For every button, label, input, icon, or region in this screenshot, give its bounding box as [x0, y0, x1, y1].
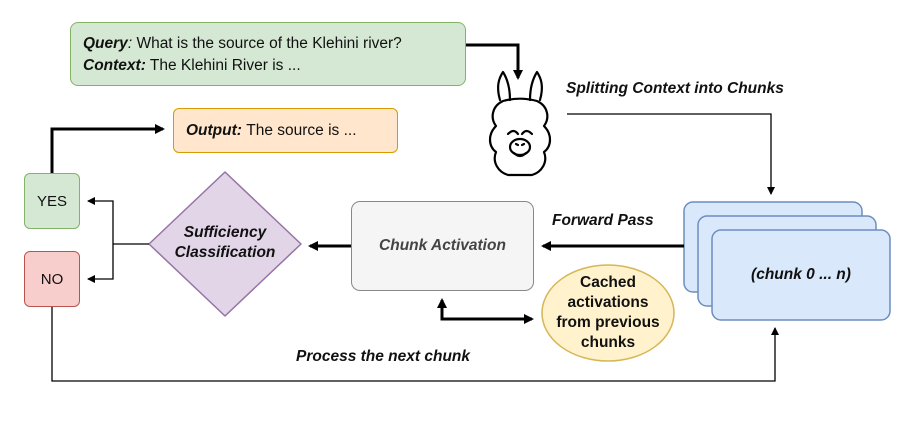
- cached-line-2: activations: [567, 294, 649, 311]
- llama-icon: [488, 70, 552, 177]
- edge-label-next-chunk: Process the next chunk: [296, 348, 471, 365]
- cached-line-4: chunks: [580, 334, 636, 351]
- no-box: NO: [24, 251, 80, 307]
- output-box: Output: The source is ...: [173, 108, 398, 153]
- chunk-stack-front: [711, 229, 891, 321]
- query-label: Query: [83, 35, 128, 52]
- context-line: Context: The Klehini River is ...: [83, 55, 301, 77]
- sufficiency-line-1: Sufficiency: [183, 224, 267, 241]
- sufficiency-label: Sufficiency Classification: [150, 208, 300, 278]
- edge-branch-yes: [87, 197, 114, 244]
- yes-box: YES: [24, 173, 80, 229]
- edge-branch-no: [87, 244, 114, 283]
- output-text: The source is ...: [246, 121, 357, 139]
- edge-query-to-model: [466, 43, 523, 80]
- chunk-activation-box: Chunk Activation: [351, 201, 534, 291]
- cached-line-1: Cached: [580, 274, 636, 291]
- query-text: What is the source of the Klehini river?: [136, 35, 402, 52]
- cached-ellipse: [541, 264, 675, 362]
- sufficiency-line-2: Classification: [174, 244, 276, 261]
- chunk-stack-label: (chunk 0 ... n): [751, 266, 851, 283]
- edge-label-splitting: Splitting Context into Chunks: [566, 80, 784, 97]
- edge-yes-to-output: [50, 124, 165, 173]
- context-label: Context:: [83, 57, 146, 74]
- output-label: Output:: [186, 121, 242, 139]
- edge-model-to-chunks: [567, 113, 775, 195]
- cached-line-3: from previous: [556, 314, 660, 331]
- edge-next-chunk: [51, 307, 779, 382]
- cached-activations-label: Cached activations from previous chunks: [545, 268, 671, 358]
- edge-activation-cache: [437, 298, 534, 324]
- edge-label-forward-pass: Forward Pass: [552, 212, 654, 229]
- query-context-box: Query: What is the source of the Klehini…: [70, 22, 466, 86]
- sufficiency-diamond: [148, 171, 302, 317]
- query-line: Query: What is the source of the Klehini…: [83, 35, 402, 52]
- context-text: The Klehini River is ...: [149, 57, 301, 74]
